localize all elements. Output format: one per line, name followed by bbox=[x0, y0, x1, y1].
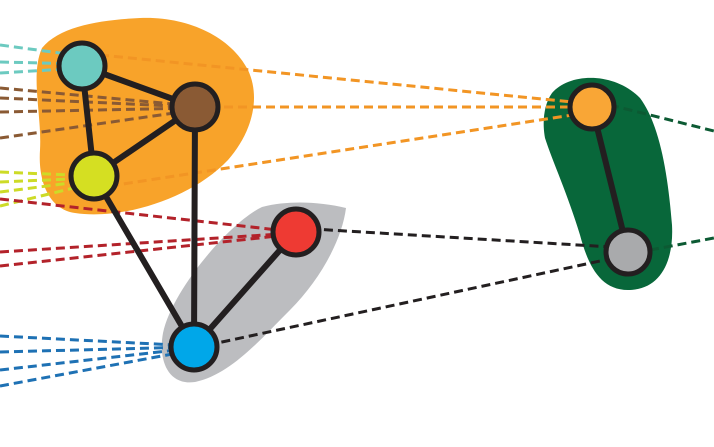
blue-dashed-link bbox=[0, 348, 195, 388]
blue-dashed-link bbox=[0, 334, 195, 348]
node-orange bbox=[567, 82, 617, 132]
red-dashed-link bbox=[0, 197, 297, 234]
edge-brown-blue bbox=[191, 104, 198, 350]
dashed-links bbox=[0, 43, 714, 388]
node-yellow bbox=[68, 150, 120, 202]
node-teal bbox=[56, 40, 108, 92]
node-blue bbox=[168, 321, 220, 373]
green-dashed-link bbox=[649, 236, 714, 252]
orange-dashed-link bbox=[109, 110, 593, 188]
green-dashed-link bbox=[609, 103, 714, 133]
red-dashed-link bbox=[0, 232, 297, 268]
black-dashed-link bbox=[193, 253, 629, 350]
orange-dashed-link bbox=[99, 53, 593, 106]
node-brown bbox=[169, 81, 221, 133]
blue-dashed-link bbox=[0, 345, 195, 354]
brown-dashed-link bbox=[0, 86, 196, 108]
node-red bbox=[270, 206, 322, 258]
black-dashed-link bbox=[295, 226, 629, 250]
red-dashed-link bbox=[0, 231, 297, 254]
brown-dashed-link bbox=[0, 96, 196, 109]
node-gray bbox=[603, 227, 653, 277]
brown-dashed-link bbox=[0, 108, 196, 140]
brown-dashed-link bbox=[0, 106, 196, 114]
edge-yellow-blue bbox=[91, 173, 197, 350]
blue-dashed-link bbox=[0, 346, 195, 372]
nodes bbox=[56, 40, 653, 373]
edge-orange-gray bbox=[589, 104, 631, 255]
edge-red-blue bbox=[191, 229, 299, 350]
